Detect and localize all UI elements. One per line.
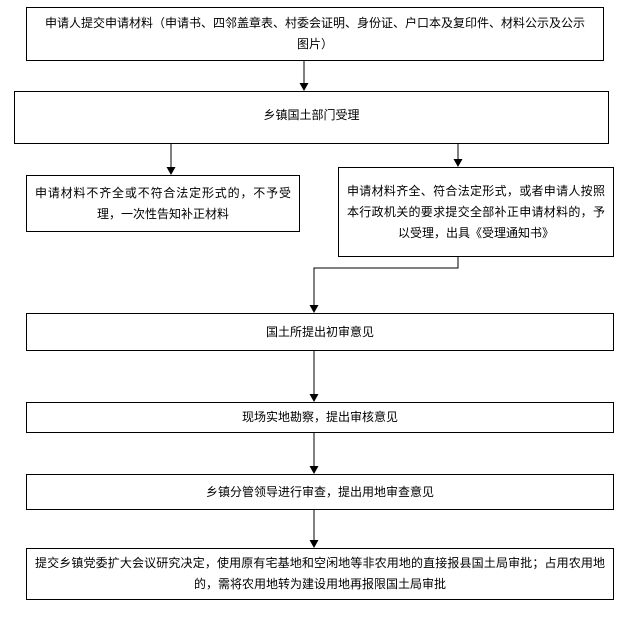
step-reject-incomplete: 申请材料不齐全或不符合法定形式的，不予受理，一次性告知补正材料 [26,175,300,232]
step-submit-materials: 申请人提交申请材料（申请书、四邻盖章表、村委会证明、身份证、户口本及复印件、材料… [26,7,604,61]
step-final-decision-text: 提交乡镇党委扩大会议研究决定，使用原有宅基地和空闲地等非农用地的直接报县国土局审… [35,556,605,591]
step-accept-complete-text: 申请材料齐全、符合法定形式，或者申请人按照本行政机关的要求提交全部补正申请材料的… [347,183,605,240]
step-submit-materials-text: 申请人提交申请材料（申请书、四邻盖章表、村委会证明、身份证、户口本及复印件、材料… [44,16,585,51]
step-township-land-dept-accept: 乡镇国土部门受理 [14,91,609,144]
step-final-decision: 提交乡镇党委扩大会议研究决定，使用原有宅基地和空闲地等非农用地的直接报县国土局审… [26,548,614,600]
connector-complete-to-initial-review [309,257,459,313]
step-township-land-dept-accept-text: 乡镇国土部门受理 [263,108,360,122]
step-reject-incomplete-text: 申请材料不齐全或不符合法定形式的，不予受理，一次性告知补正材料 [35,185,291,221]
step-township-leader-review: 乡镇分管领导进行审查，提出用地审查意见 [26,474,614,510]
step-accept-complete: 申请材料齐全、符合法定形式，或者申请人按照本行政机关的要求提交全部补正申请材料的… [338,167,614,257]
step-initial-review-text: 国土所提出初审意见 [265,324,374,339]
step-site-survey: 现场实地勘察，提出审核意见 [26,402,614,433]
step-site-survey-text: 现场实地勘察，提出审核意见 [241,410,398,424]
step-initial-review: 国土所提出初审意见 [26,313,614,351]
step-township-leader-review-text: 乡镇分管领导进行审查，提出用地审查意见 [205,484,434,499]
